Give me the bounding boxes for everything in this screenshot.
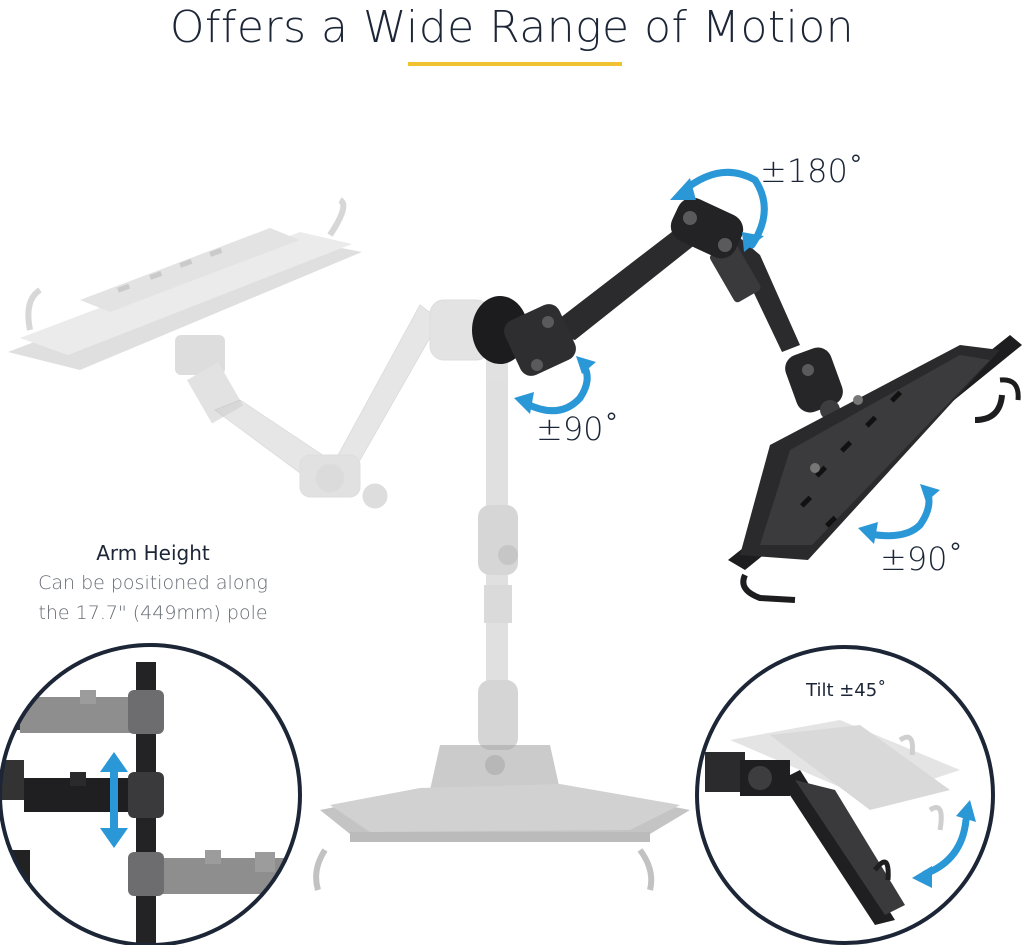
arrow-rotate-180 xyxy=(670,168,768,252)
dark-tray xyxy=(728,335,1022,603)
arrow-tilt xyxy=(912,800,976,888)
label-rotate-90-tray: ±90˚ xyxy=(880,540,964,578)
arrow-arm-height xyxy=(100,752,128,848)
arm-height-callout: Arm Height Can be positioned along the 1… xyxy=(14,538,292,628)
arm-height-desc-line2: the 17.7" (449mm) pole xyxy=(38,602,268,624)
label-rotate-180: ±180˚ xyxy=(760,152,864,190)
page-title: Offers a Wide Range of Motion xyxy=(169,2,855,53)
label-rotate-90-joint: ±90˚ xyxy=(536,410,620,448)
arm-height-circle-border xyxy=(0,643,302,945)
ghost-arm-upper xyxy=(213,299,491,509)
ghost-arm-lower xyxy=(478,340,518,750)
arrow-rotate-90-joint xyxy=(514,356,596,415)
ghost-tray-left xyxy=(8,197,362,424)
arrow-rotate-90-tray xyxy=(858,484,940,544)
arm-height-heading: Arm Height xyxy=(96,541,210,565)
title-underline xyxy=(408,62,622,66)
ghost-tray-bottom xyxy=(313,745,690,891)
arm-height-detail xyxy=(0,645,300,945)
tilt-circle-border xyxy=(695,645,995,945)
tilt-detail xyxy=(697,647,993,943)
dark-arm xyxy=(472,197,843,420)
arm-height-desc-line1: Can be positioned along xyxy=(38,572,268,594)
label-tilt: Tilt ±45˚ xyxy=(806,680,887,701)
